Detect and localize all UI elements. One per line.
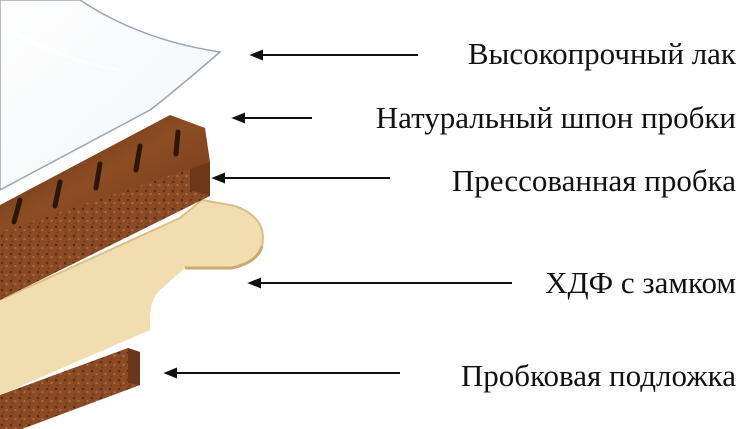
pointer-hdf-arrowhead	[247, 277, 261, 289]
veneer-layer	[0, 115, 210, 232]
label-lacquer: Высокопрочный лак	[467, 36, 736, 71]
pointer-lines	[163, 49, 512, 379]
pointer-underlay-arrowhead	[163, 367, 177, 379]
label-veneer: Натуральный шпон пробки	[375, 100, 736, 135]
lacquer-layer	[0, 0, 222, 191]
hdf-layer	[0, 198, 264, 395]
underlay-layer	[0, 348, 140, 429]
label-underlay: Пробковая подложка	[460, 358, 736, 393]
pointer-pressed-cork-arrowhead	[211, 172, 225, 184]
pointer-veneer-arrowhead	[231, 112, 245, 124]
label-pressed-cork: Прессованная пробка	[451, 163, 736, 198]
label-hdf: ХДФ с замком	[545, 265, 736, 300]
pointer-lacquer-arrowhead	[249, 49, 263, 61]
